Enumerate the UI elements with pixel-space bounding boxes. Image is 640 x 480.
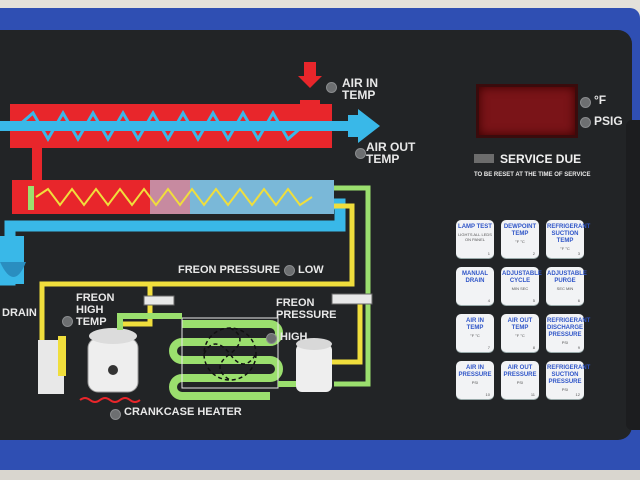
keypad-button-title: ADJUSTABLE PURGE [547,271,587,284]
keypad-button-number: 10 [485,392,490,397]
keypad-button-11[interactable]: AIR OUT PRESSURE PSI 11 [501,361,539,399]
keypad-button-sub: PSI [561,340,569,345]
keypad-button-sub: PSI [516,380,524,385]
unit-psig-led [580,117,591,128]
air-in-arrow [298,62,322,88]
keypad-button-6[interactable]: ADJUSTABLE PURGE SEC MIN 6 [546,267,587,305]
condenser-coil [169,320,283,400]
freon-high-temp-led [62,316,73,327]
freon-suction-line [334,185,371,387]
service-due-indicator [474,154,494,163]
keypad-button-number: 11 [530,392,535,397]
keypad-button-9[interactable]: REFRIGERANT DISCHARGE PRESSURE PSI 9 [546,314,591,352]
keypad-button-sub: SEC MIN [556,286,574,291]
keypad-button-title: LAMP TEST [458,224,492,230]
keypad-button-title: MANUAL DRAIN [462,271,488,284]
air-out-temp-led [355,148,366,159]
keypad-button-title: AIR IN TEMP [466,318,484,331]
keypad-button-8[interactable]: AIR OUT TEMP °F °C 8 [501,314,539,352]
keypad-button-number: 4 [487,298,490,303]
keypad-button-number: 7 [487,345,490,350]
service-due-label: SERVICE DUE [500,152,582,166]
adjacent-panel-edge [626,120,640,430]
expansion-valve [143,295,175,306]
freon-pressure-low-label: FREON PRESSURE [178,264,281,276]
receiver [296,344,332,392]
keypad-button-number: 3 [577,251,580,256]
drain-label: DRAIN [2,307,37,319]
refrigeration-schematic [0,62,380,403]
keypad-button-1[interactable]: LAMP TEST LIGHTS ALL LEDS ON PANEL 1 [456,220,494,258]
keypad-button-number: 1 [487,251,490,256]
keypad-button-number: 5 [532,298,535,303]
keypad-button-sub: MIN SEC [511,286,529,291]
keypad-button-sub: PSI [561,387,569,392]
freon-low-line [39,203,355,346]
keypad-button-title: AIR OUT PRESSURE [503,365,537,378]
digital-display [476,84,578,138]
unit-f-label: °F [594,93,607,107]
keypad-button-sub: °F °C [470,333,480,338]
keypad-button-title: DEWPOINT TEMP [503,224,537,237]
keypad-button-number: 6 [577,298,580,303]
keypad-button-title: REFRIGERANT SUCTION TEMP [547,224,591,244]
keypad-button-number: 9 [577,345,580,350]
keypad-button-number: 2 [532,251,535,256]
low-label: LOW [298,264,324,276]
air-out-arrow [348,109,380,143]
keypad-button-sub: °F °C [515,239,525,244]
keypad-button-sub: °F °C [560,246,570,251]
high-label: HIGH [280,331,308,343]
keypad-button-title: REFRIGERANT DISCHARGE PRESSURE [547,318,591,338]
keypad-button-5[interactable]: ADJUSTABLE CYCLE MIN SEC 5 [501,267,542,305]
keypad-button-title: AIR OUT TEMP [507,318,533,331]
keypad-button-sub: PSI [471,380,479,385]
keypad-button-title: ADJUSTABLE CYCLE [502,271,542,284]
keypad-button-2[interactable]: DEWPOINT TEMP °F °C 2 [501,220,539,258]
crankcase-heater-led [110,409,121,420]
unit-psig-label: PSIG [594,114,623,128]
unit-f-led [580,97,591,108]
keypad-button-12[interactable]: REFRIGERANT SUCTION PRESSURE PSI 12 [546,361,591,399]
air-in-temp-led [326,82,337,93]
crankcase-heater-label: CRANKCASE HEATER [124,406,242,418]
keypad-button-10[interactable]: AIR IN PRESSURE PSI 10 [456,361,494,399]
keypad-button-sub: LIGHTS ALL LEDS ON PANEL [458,232,492,242]
keypad-button-3[interactable]: REFRIGERANT SUCTION TEMP °F °C 3 [546,220,591,258]
keypad-button-title: REFRIGERANT SUCTION PRESSURE [547,365,591,385]
keypad-button-number: 8 [532,345,535,350]
fan-icon [203,327,257,381]
keypad-button-sub: °F °C [515,333,525,338]
keypad-button-title: AIR IN PRESSURE [458,365,492,378]
keypad-button-number: 12 [575,392,580,397]
keypad-button-4[interactable]: MANUAL DRAIN 4 [456,267,494,305]
keypad-button-7[interactable]: AIR IN TEMP °F °C 7 [456,314,494,352]
service-reset-note: TO BE RESET AT THE TIME OF SERVICE [474,172,591,178]
freon-high-led [266,333,277,344]
freon-low-led [284,265,295,276]
